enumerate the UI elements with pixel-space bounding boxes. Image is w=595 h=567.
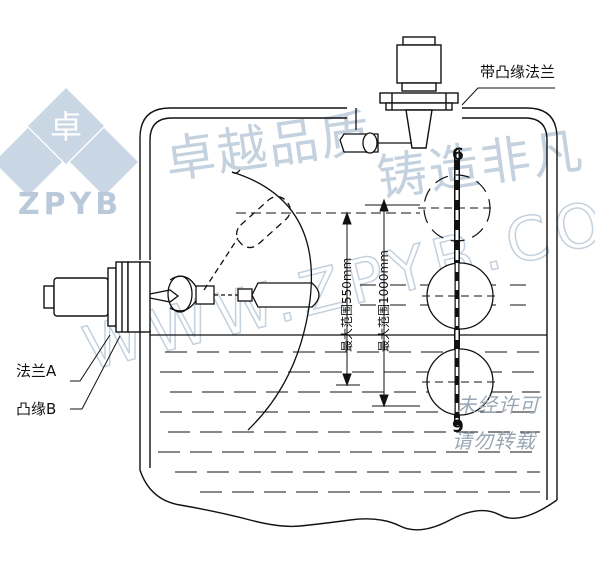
side-flange-switch (43, 261, 151, 333)
watermark-slogan-right: 铸造非凡 (374, 121, 588, 207)
notice-line-2: 请勿转载 (452, 429, 538, 453)
watermark-url: WWW.ZPYB.COM (77, 172, 595, 385)
dimensions (236, 198, 420, 408)
logo-text: ZPYB (18, 187, 122, 222)
label-flange-a: 法兰A (16, 362, 57, 380)
top-flange-switch (379, 36, 459, 149)
label-top-flange: 带凸缘法兰 (480, 63, 555, 81)
horizontal-switch-top (339, 108, 412, 154)
dimension-label-550: 最大范围550mm (340, 258, 354, 352)
zpyb-logo: 卓 ZPYB (0, 88, 138, 222)
logo-char: 卓 (50, 108, 82, 146)
watermark-layer: 卓 ZPYB 卓越品质 铸造非凡 WWW.ZPYB.COM (0, 88, 595, 385)
callout-leaders (70, 87, 555, 410)
notice-line-1: 未经许可 (456, 393, 542, 417)
dimension-label-1000: 最大范围1000mm (377, 250, 391, 352)
rod-marker-top: 6 (452, 145, 464, 165)
vertical-float-rod: 6 9 (418, 145, 500, 437)
rod-marker-bottom: 9 (452, 417, 464, 437)
label-boss-b: 凸缘B (16, 400, 56, 418)
tank (139, 107, 558, 531)
side-float-assembly (149, 169, 320, 431)
